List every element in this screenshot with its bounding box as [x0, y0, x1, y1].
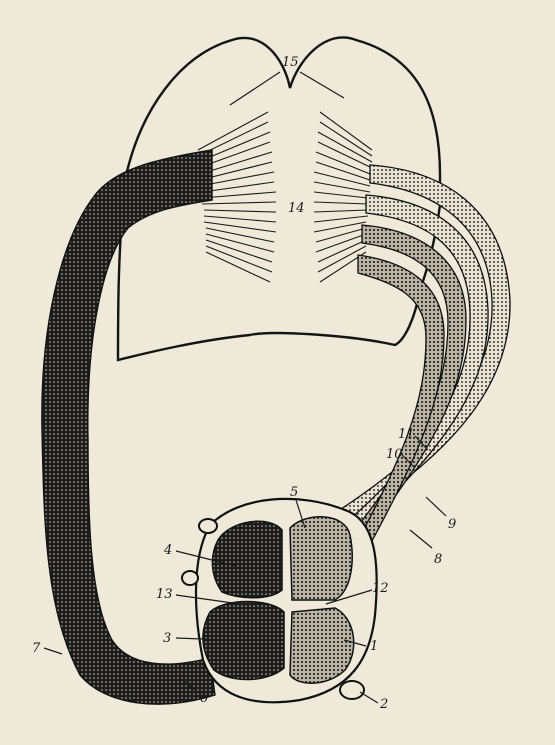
nerve-stub-right [340, 681, 364, 699]
label-3: 3 [163, 631, 171, 646]
label-11: 11 [398, 427, 415, 442]
label-15: 15 [282, 55, 299, 70]
label-5: 5 [290, 485, 298, 500]
label-7: 7 [32, 641, 41, 656]
label-8: 8 [434, 552, 442, 567]
quadrant-5 [290, 517, 352, 600]
label-4: 4 [163, 543, 172, 558]
dark-tract-left [42, 150, 215, 704]
label-12: 12 [372, 581, 389, 596]
label-6: 6 [200, 691, 208, 706]
label-10: 10 [386, 447, 403, 462]
quadrant-3 [203, 602, 284, 680]
label-1: 1 [370, 639, 378, 654]
label-2: 2 [379, 697, 388, 712]
light-tracts [332, 165, 510, 572]
label-14: 14 [288, 201, 305, 216]
label-9: 9 [448, 517, 456, 532]
nerve-stub-top [199, 519, 217, 533]
nerve-stub-mid [182, 571, 198, 585]
label-13: 13 [156, 587, 173, 602]
